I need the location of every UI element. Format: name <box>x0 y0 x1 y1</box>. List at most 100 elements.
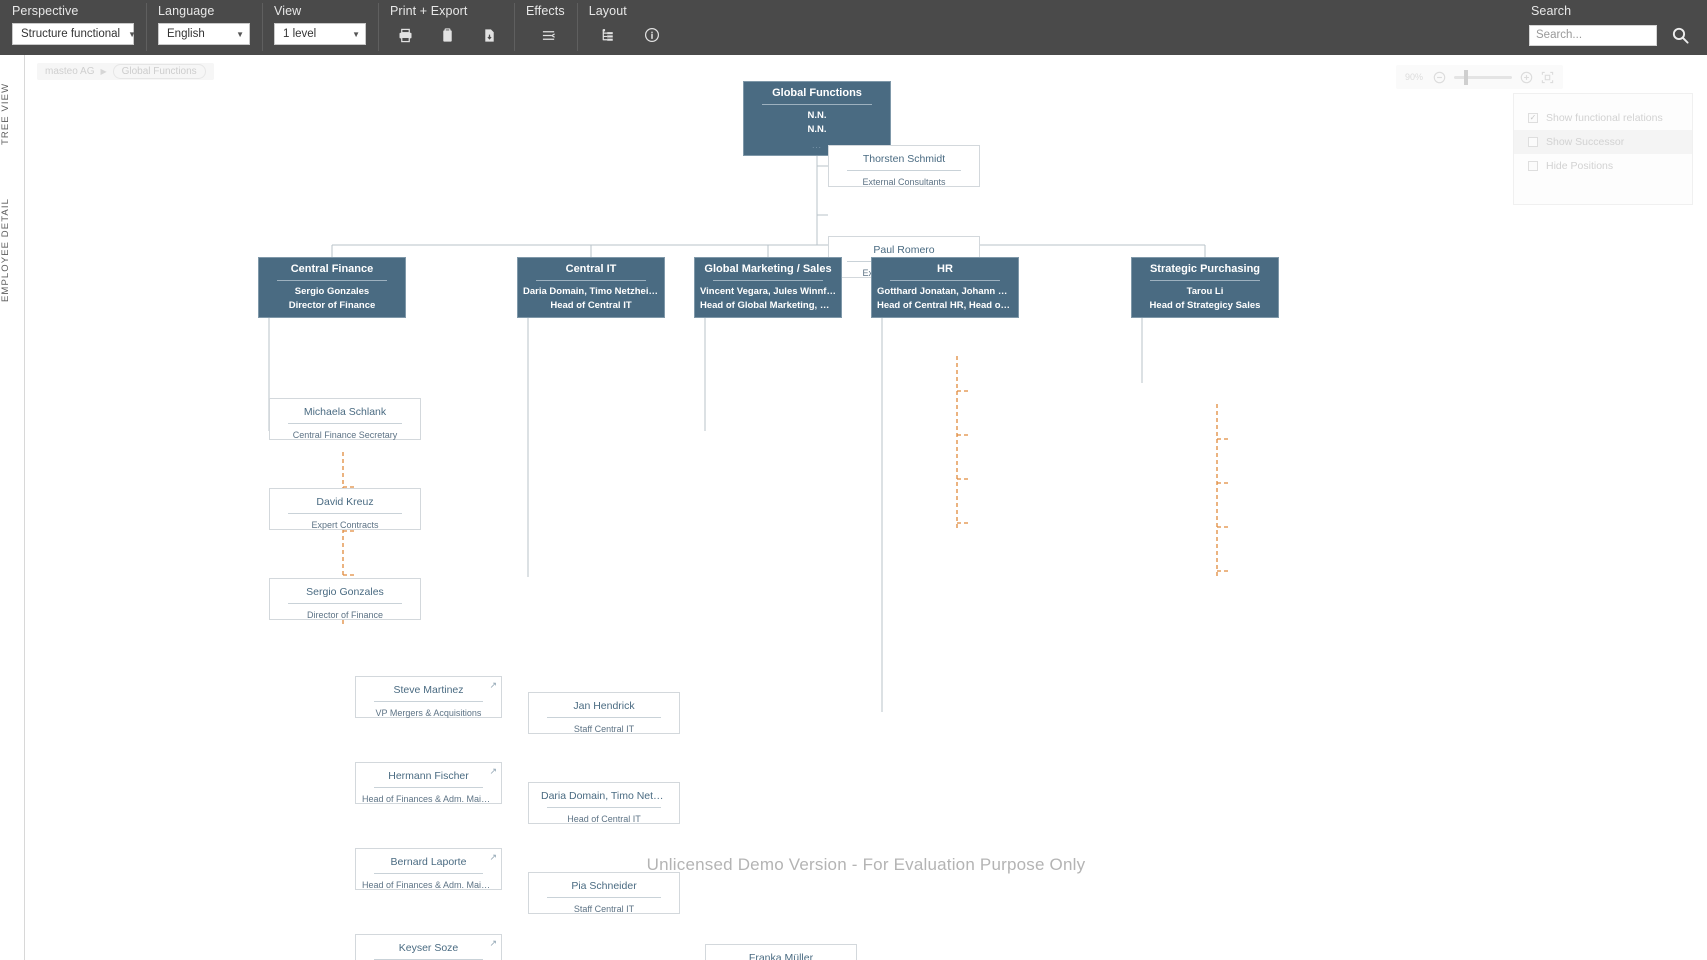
sidebar-tab-tree-view[interactable]: TREE VIEW <box>0 82 11 146</box>
layout-label: Layout <box>588 4 627 18</box>
checkbox-show-successor[interactable] <box>1528 137 1538 147</box>
org-node-title: Central Finance <box>290 263 374 275</box>
view-label: View <box>274 4 302 18</box>
position-role: Staff Central IT <box>573 724 635 734</box>
divider <box>713 280 823 281</box>
language-select[interactable]: English ▼ <box>158 23 250 45</box>
perspective-label: Perspective <box>12 4 79 18</box>
demo-watermark: Unlicensed Demo Version - For Evaluation… <box>646 855 1086 874</box>
search-label: Search <box>1531 4 1572 18</box>
position-role: External Consultants <box>862 177 946 187</box>
perspective-select-value: Structure functional <box>21 28 121 40</box>
org-node-role: N.N. <box>807 124 827 135</box>
position-role: VP Mergers & Acquisitions <box>375 708 482 718</box>
org-node-subtitle: Daria Domain, Timo Netzheimer <box>523 286 664 297</box>
print-export-label: Print + Export <box>390 4 468 18</box>
divider <box>547 807 661 808</box>
perspective-select[interactable]: Structure functional ▼ <box>12 23 137 45</box>
option-show-successor[interactable]: Show Successor <box>1514 130 1692 154</box>
layout-tree-icon[interactable] <box>595 23 621 47</box>
divider <box>288 603 402 604</box>
divider <box>374 873 483 874</box>
breadcrumb-current[interactable]: Global Functions <box>112 64 206 79</box>
zoom-slider-handle[interactable] <box>1464 69 1468 85</box>
effects-label: Effects <box>526 4 565 18</box>
zoom-in-icon[interactable] <box>1520 71 1533 84</box>
divider <box>288 513 402 514</box>
divider <box>536 280 646 281</box>
view-level-value: 1 level <box>283 28 317 40</box>
copy-icon[interactable] <box>434 23 460 47</box>
option-show-functional-relations[interactable]: ✓ Show functional relations <box>1514 106 1692 130</box>
zoom-slider[interactable] <box>1454 69 1512 85</box>
position-person-name: Daria Domain, Timo Netzheimer <box>541 790 679 802</box>
org-node-role: Head of Central HR, Head of HR Departm..… <box>877 300 1018 311</box>
connector-lines <box>268 136 1229 712</box>
option-label: Show Successor <box>1546 136 1625 148</box>
chart-canvas[interactable]: masteo AG ▶ Global Functions 90% ✓ <box>25 55 1707 960</box>
divider <box>288 423 402 424</box>
divider <box>374 787 483 788</box>
open-detail-arrow-icon[interactable]: ↗ <box>489 766 497 776</box>
org-node-title: Strategic Purchasing <box>1149 263 1261 275</box>
toolbar-group-language: Language English ▼ <box>146 0 262 55</box>
info-icon[interactable] <box>639 23 665 47</box>
view-level-select[interactable]: 1 level ▼ <box>274 23 366 45</box>
position-card[interactable]: ↗Keyser SozeHead of Finances & Adm. Main… <box>355 934 502 960</box>
breadcrumb-root[interactable]: masteo AG <box>45 66 95 77</box>
org-node-ellipsis: ... <box>812 141 822 150</box>
options-panel: ✓ Show functional relations Show Success… <box>1513 93 1693 205</box>
position-role: Head of Finances & Adm. Main Dept. <box>362 880 501 890</box>
position-person-name: Thorsten Schmidt <box>862 153 946 165</box>
divider <box>547 717 661 718</box>
open-detail-arrow-icon[interactable]: ↗ <box>489 680 497 690</box>
position-role: Central Finance Secretary <box>292 430 398 440</box>
divider <box>762 104 872 105</box>
open-detail-arrow-icon[interactable]: ↗ <box>489 852 497 862</box>
position-person-name: David Kreuz <box>316 496 374 508</box>
position-person-name: Keyser Soze <box>398 942 459 954</box>
org-node-role: Director of Finance <box>288 300 376 311</box>
checkbox-hide-positions[interactable] <box>1528 161 1538 171</box>
divider <box>847 170 961 171</box>
search-icon[interactable] <box>1667 23 1693 47</box>
position-person-name: Hermann Fischer <box>388 770 469 782</box>
divider <box>1150 280 1260 281</box>
file-download-icon[interactable] <box>476 23 502 47</box>
sidebar-tab-employee-detail[interactable]: EMPLOYEE DETAIL <box>0 198 11 302</box>
chevron-down-icon: ▼ <box>128 29 137 39</box>
org-node-subtitle: Tarou Li <box>1186 286 1224 297</box>
search-input[interactable] <box>1529 24 1657 46</box>
position-person-name: Pia Schneider <box>571 880 637 892</box>
option-hide-positions[interactable]: Hide Positions <box>1514 154 1692 178</box>
position-role: Head of Finances & Adm. Main Dept. <box>362 794 501 804</box>
divider <box>890 280 1000 281</box>
toolbar-group-print-export: Print + Export <box>378 0 514 55</box>
zoom-out-icon[interactable] <box>1433 71 1446 84</box>
printer-icon[interactable] <box>392 23 418 47</box>
fit-to-screen-icon[interactable] <box>1541 71 1554 84</box>
breadcrumb: masteo AG ▶ Global Functions <box>37 63 214 80</box>
checkbox-show-functional-relations[interactable]: ✓ <box>1528 113 1538 123</box>
effects-icon[interactable] <box>536 23 562 47</box>
org-node-role: Head of Global Marketing, Head of Global… <box>700 300 841 311</box>
open-detail-arrow-icon[interactable]: ↗ <box>489 938 497 948</box>
position-person-name: Jan Hendrick <box>573 700 635 712</box>
position-card[interactable]: Franka MüllerSecretary for Global Market… <box>705 944 857 960</box>
